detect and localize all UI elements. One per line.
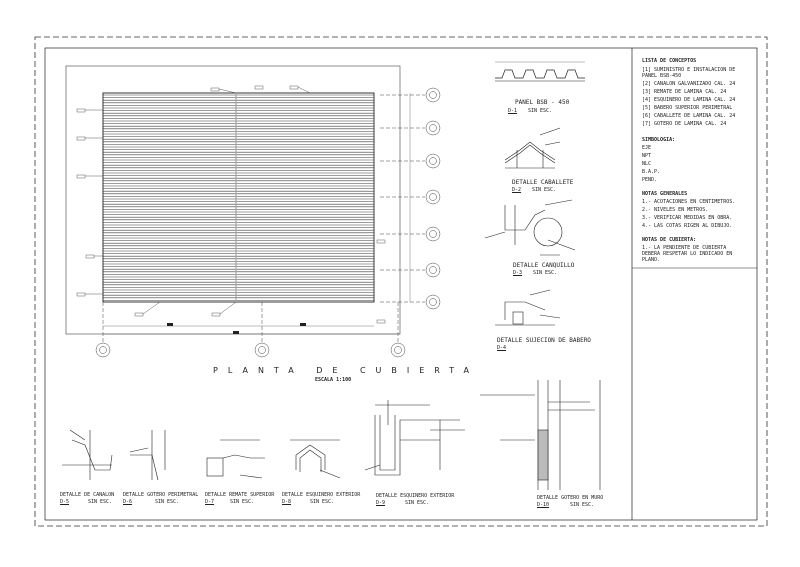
detail-tag-esquinero-2: D-9 — [376, 500, 386, 506]
detail-scale-caballete: SIN ESC. — [532, 187, 557, 193]
detail-title-esquinero: DETALLE ESQUINERO EXTERIOR — [282, 492, 361, 498]
detail-tag-canalon: D-5 — [60, 499, 70, 505]
concepto-item: [1] SUMINISTRO E INSTALACION DE PANEL BS… — [642, 67, 736, 79]
detail-caballete — [504, 127, 561, 169]
detail-title-canquillo: DETALLE CANQUILLO — [513, 262, 575, 269]
roof-panels — [103, 94, 374, 301]
conceptos-list: [1] SUMINISTRO E INSTALACION DE PANEL BS… — [642, 67, 750, 127]
detail-scale-esquinero: SIN ESC. — [310, 499, 335, 505]
plan-scale: ESCALA 1:100 — [315, 377, 352, 383]
detail-tag-caballete: D-2 — [512, 187, 522, 193]
grid-bubble — [390, 342, 406, 358]
detail-title-caballete: DETALLE CABALLETE — [512, 179, 574, 186]
notas-cubierta-title: NOTAS DE CUBIERTA: — [642, 237, 697, 243]
detail-remate — [206, 439, 265, 479]
concepto-item: [6] CABALLETE DE LAMINA CAL. 24 — [642, 113, 736, 119]
nota-cubierta-item: 1.- LA PENDIENTE DE CUBIERTA DEBERA RESP… — [642, 245, 733, 263]
nota-item: 4.- LAS COTAS RIGEN AL DIBUJO. — [642, 223, 733, 229]
notas-cubierta-list: 1.- LA PENDIENTE DE CUBIERTA DEBERA RESP… — [642, 245, 750, 263]
concepto-item: [4] ESQUINERO DE LAMINA CAL. 24 — [642, 97, 736, 103]
concepto-item: [2] CANALON GALVANIZADO CAL. 24 — [642, 81, 736, 87]
simbologia-list: EJE NPT NLC B.A.P. PEND. — [642, 145, 750, 183]
roof-border — [102, 92, 375, 303]
detail-title-panel: PANEL BSB - 450 — [515, 99, 570, 106]
grid-bubble-inner — [99, 346, 107, 354]
simbologia-item: PEND. — [642, 177, 658, 183]
detail-tag-panel: D-1 — [508, 108, 518, 114]
simbologia-item: EJE — [642, 145, 652, 151]
nota-item: 1.- ACOTACIONES EN CENTIMETROS. — [642, 199, 736, 205]
grid-bubble-inner — [394, 346, 402, 354]
grid-bubble — [425, 189, 441, 205]
detail-tag-babero: D-4 — [497, 345, 507, 351]
conceptos-title: LISTA DE CONCEPTOS — [642, 58, 697, 64]
detail-title-gotero-perimetral: DETALLE GOTERO PERIMETRAL — [123, 492, 199, 498]
detail-title-remate: DETALLE REMATE SUPERIOR — [205, 492, 275, 498]
sheet-border — [34, 36, 768, 527]
detail-title-canalon: DETALLE DE CANALON — [60, 492, 115, 498]
simbologia-item: B.A.P. — [642, 169, 661, 175]
grid-bubble-inner — [258, 346, 266, 354]
detail-gotero-perimetral — [129, 430, 166, 481]
simbologia-title: SIMBOLOGIA: — [642, 137, 676, 143]
grid-bubble-inner — [429, 193, 437, 201]
detail-tag-canquillo: D-3 — [513, 270, 523, 276]
concepto-item: [3] REMATE DE LAMINA CAL. 24 — [642, 89, 727, 95]
detail-scale-canquillo: SIN ESC. — [533, 270, 558, 276]
grid-bubble — [254, 342, 270, 358]
detail-canalon — [62, 429, 113, 480]
grid-bubble — [425, 226, 441, 242]
grid-bubble-inner — [429, 91, 437, 99]
detail-gotero-muro — [480, 380, 601, 490]
detail-tag-remate: D-7 — [205, 499, 215, 505]
nota-item: 3.- VERIFICAR MEDIDAS EN OBRA. — [642, 215, 733, 221]
plan-outline — [65, 65, 401, 335]
grid-axes — [95, 87, 441, 358]
simbologia-item: NPT — [642, 153, 652, 159]
grid-bubble — [425, 120, 441, 136]
detail-canquillo — [484, 199, 576, 256]
detail-tag-esquinero: D-8 — [282, 499, 292, 505]
grid-bubble — [425, 87, 441, 103]
detail-scale-canalon: SIN ESC. — [88, 499, 113, 505]
concepto-item: [5] BABERO SUPERIOR PERIMETRAL — [642, 105, 733, 111]
grid-bubble — [425, 262, 441, 278]
detail-scale-panel: SIN ESC. — [528, 108, 553, 114]
grid-bubble-inner — [429, 230, 437, 238]
nota-item: 2.- NIVELES EN METROS. — [642, 207, 709, 213]
notas-title: NOTAS GENERALES — [642, 191, 688, 197]
detail-title-gotero-muro: DETALLE GOTERO EN MURO — [537, 495, 604, 501]
notas-list: 1.- ACOTACIONES EN CENTIMETROS. 2.- NIVEL… — [642, 199, 750, 229]
detail-scale-gotero-perimetral: SIN ESC. — [155, 499, 180, 505]
detail-title-babero: DETALLE SUJECION DE BABERO — [497, 337, 591, 344]
detail-title-esquinero-2: DETALLE ESQUINERO EXTERIOR — [376, 493, 455, 499]
simbologia-item: NLC — [642, 161, 652, 167]
grid-bubble — [95, 342, 111, 358]
detail-tag-gotero-perimetral: D-6 — [123, 499, 133, 505]
grid-bubble — [425, 153, 441, 169]
panel-profile — [495, 69, 585, 79]
legend-panel: LISTA DE CONCEPTOS [1] SUMINISTRO E INST… — [642, 58, 750, 263]
detail-babero — [495, 289, 561, 326]
grid-bubble-inner — [429, 157, 437, 165]
grid-bubble-inner — [429, 298, 437, 306]
concepto-item: [7] GOTERO DE LAMINA CAL. 24 — [642, 121, 727, 127]
detail-esquinero — [290, 439, 341, 479]
detail-tag-gotero-muro: D-10 — [537, 502, 550, 508]
detail-scale-remate: SIN ESC. — [230, 499, 255, 505]
grid-bubble-inner — [429, 124, 437, 132]
plan-callouts — [76, 85, 386, 324]
plan-title: PLANTA DE CUBIERTA — [213, 366, 480, 375]
detail-scale-gotero-muro: SIN ESC. — [570, 502, 595, 508]
inner-frame — [44, 47, 758, 521]
detail-esquinero-2 — [364, 400, 465, 476]
detail-scale-esquinero-2: SIN ESC. — [405, 500, 430, 506]
grid-bubble — [425, 294, 441, 310]
grid-bubble-inner — [429, 266, 437, 274]
